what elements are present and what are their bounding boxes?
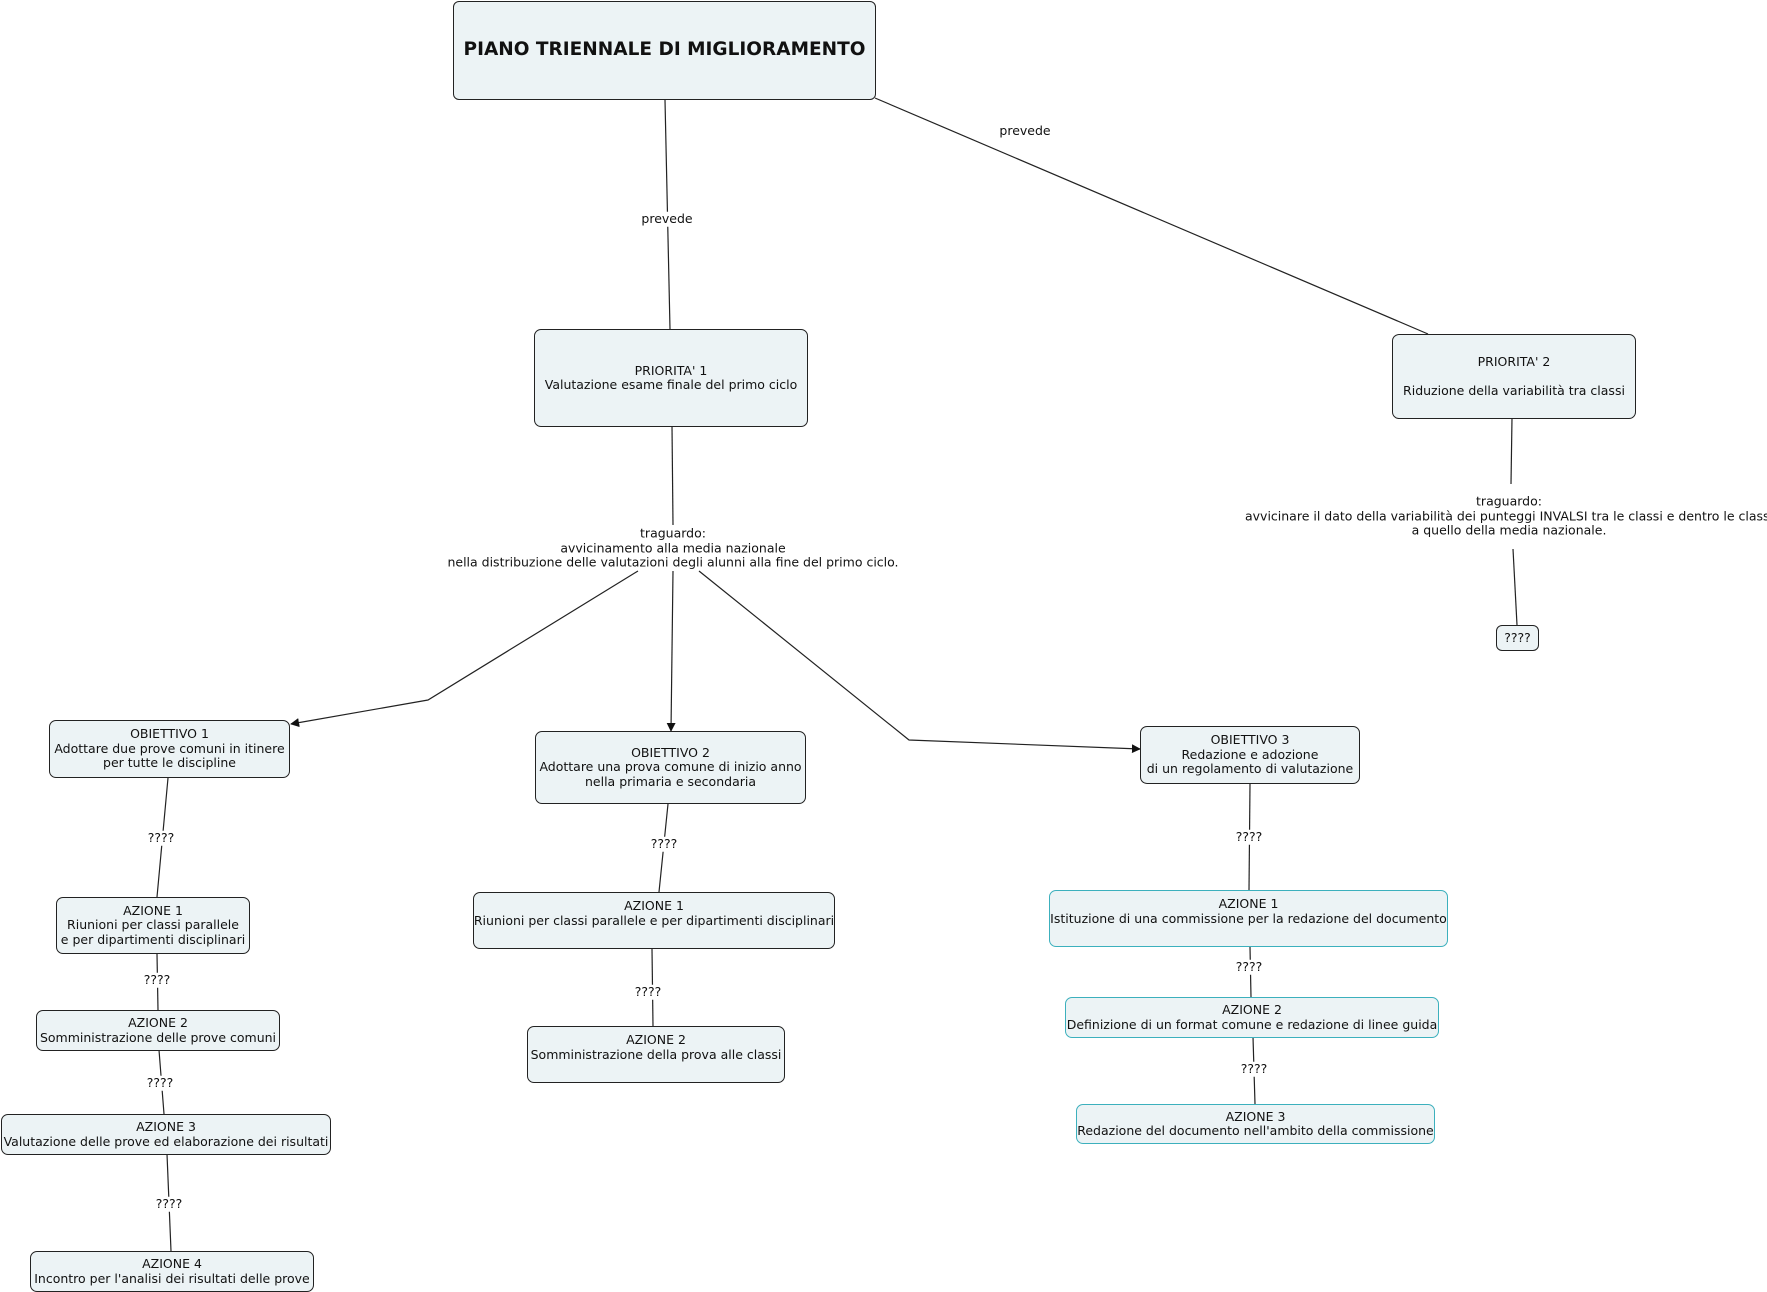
c1-azione4-label: AZIONE 4 — [142, 1256, 202, 1271]
link-label-c3-3: ???? — [1238, 1060, 1270, 1077]
c2-azione2-text: Somministrazione della prova alle classi — [530, 1046, 782, 1062]
c2-azione1-text: Riunioni per classi parallele e per dipa… — [473, 912, 835, 928]
c3-azione3-text: Redazione del documento nell'ambito dell… — [1077, 1123, 1434, 1138]
link-label-c1-3: ???? — [144, 1074, 176, 1091]
priority2-label: PRIORITA' 2 — [1477, 354, 1551, 369]
c3-azione1-label: AZIONE 1 — [1218, 896, 1279, 911]
c3-azione3-node[interactable]: AZIONE 3 Redazione del documento nell'am… — [1076, 1104, 1435, 1144]
arrow-traguardo-obiettivo1 — [290, 570, 639, 728]
c3-azione3-label: AZIONE 3 — [1225, 1108, 1286, 1124]
obiettivo3-node[interactable]: OBIETTIVO 3 Redazione e adozione di un r… — [1140, 726, 1360, 784]
priority2-text: Riduzione della variabilità tra classi — [1403, 382, 1625, 398]
link-label-c3-2: ???? — [1233, 958, 1265, 975]
title-node[interactable]: PIANO TRIENNALE DI MIGLIORAMENTO — [453, 1, 876, 100]
c1-azione3-node[interactable]: AZIONE 3 Valutazione delle prove ed elab… — [1, 1114, 331, 1155]
link-label-c2-1: ???? — [648, 835, 680, 852]
link-label-c2-2: ???? — [632, 983, 664, 1000]
c1-azione1-text: Riunioni per classi parallele e per dipa… — [60, 917, 246, 947]
c3-azione2-node[interactable]: AZIONE 2 Definizione di un format comune… — [1065, 997, 1439, 1038]
link-label-c1-4: ???? — [153, 1195, 185, 1212]
link-traguardo2-unknown — [1512, 548, 1518, 626]
c2-azione2-node[interactable]: AZIONE 2 Somministrazione della prova al… — [527, 1026, 785, 1083]
traguardo2-text: traguardo: avvicinare il dato della vari… — [1242, 494, 1767, 538]
title-text: PIANO TRIENNALE DI MIGLIORAMENTO — [463, 39, 866, 61]
link-label-c3-1: ???? — [1233, 828, 1265, 845]
unknown-node-text: ???? — [1504, 629, 1531, 645]
link-priority1-traguardo1 — [671, 425, 674, 526]
arrow-traguardo-obiettivo3 — [698, 570, 1141, 754]
obiettivo2-label: OBIETTIVO 2 — [631, 744, 710, 760]
obiettivo2-node[interactable]: OBIETTIVO 2 Adottare una prova comune di… — [535, 731, 806, 804]
c1-azione4-node[interactable]: AZIONE 4 Incontro per l'analisi dei risu… — [30, 1251, 314, 1292]
c3-azione2-label: AZIONE 2 — [1222, 1002, 1282, 1017]
unknown-node[interactable]: ???? — [1496, 625, 1539, 651]
c3-azione2-text: Definizione di un format comune e redazi… — [1066, 1016, 1438, 1032]
priority1-label: PRIORITA' 1 — [634, 362, 708, 378]
c2-azione2-label: AZIONE 2 — [626, 1032, 686, 1047]
c3-azione1-text: Istituzione di una commissione per la re… — [1050, 910, 1447, 926]
c2-azione1-node[interactable]: AZIONE 1 Riunioni per classi parallele e… — [473, 892, 835, 949]
link-label-prevede-1: prevede — [639, 210, 695, 227]
c1-azione4-text: Incontro per l'analisi dei risultati del… — [34, 1270, 310, 1286]
obiettivo1-node[interactable]: OBIETTIVO 1 Adottare due prove comuni in… — [49, 720, 290, 778]
priority2-node[interactable]: PRIORITA' 2 Riduzione della variabilità … — [1392, 334, 1636, 419]
c1-azione1-node[interactable]: AZIONE 1 Riunioni per classi parallele e… — [56, 897, 250, 954]
arrow-traguardo-obiettivo2 — [666, 570, 676, 732]
c2-azione1-label: AZIONE 1 — [624, 898, 684, 913]
link-label-prevede-2: prevede — [997, 122, 1053, 139]
c1-azione2-node[interactable]: AZIONE 2 Somministrazione delle prove co… — [36, 1010, 280, 1051]
traguardo1-text: traguardo: avvicinamento alla media nazi… — [445, 525, 901, 570]
obiettivo3-label: OBIETTIVO 3 — [1210, 732, 1290, 748]
c1-azione3-label: AZIONE 3 — [136, 1119, 196, 1134]
link-label-c1-1: ???? — [145, 829, 177, 846]
obiettivo2-text: Adottare una prova comune di inizio anno… — [539, 759, 802, 789]
priority1-node[interactable]: PRIORITA' 1 Valutazione esame finale del… — [534, 329, 808, 427]
c1-azione1-label: AZIONE 1 — [123, 902, 183, 918]
link-label-c1-2: ???? — [141, 971, 173, 988]
c1-azione2-label: AZIONE 2 — [128, 1015, 188, 1030]
priority1-text: Valutazione esame finale del primo ciclo — [544, 377, 798, 392]
c3-azione1-node[interactable]: AZIONE 1 Istituzione di una commissione … — [1049, 890, 1448, 947]
obiettivo1-text: Adottare due prove comuni in itinere per… — [54, 740, 285, 771]
c1-azione3-text: Valutazione delle prove ed elaborazione … — [3, 1133, 329, 1149]
link-priority2-traguardo2 — [1510, 417, 1513, 485]
c1-azione2-text: Somministrazione delle prove comuni — [39, 1029, 277, 1045]
link-title-priority2 — [874, 97, 1429, 335]
obiettivo3-text: Redazione e adozione di un regolamento d… — [1146, 746, 1354, 777]
obiettivo1-label: OBIETTIVO 1 — [130, 726, 209, 742]
